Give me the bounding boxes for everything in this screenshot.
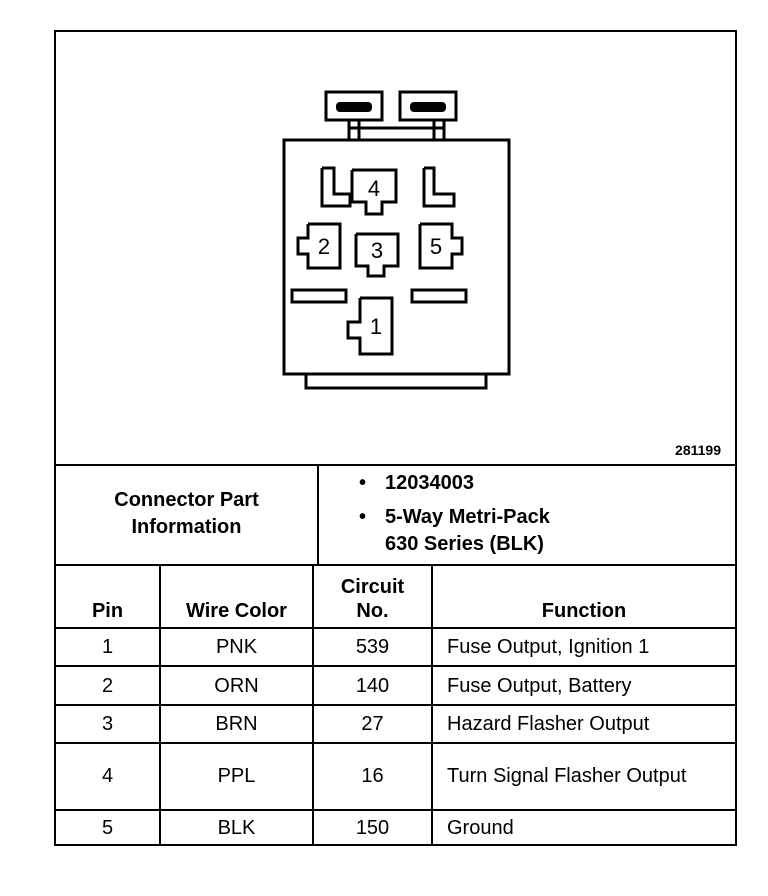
table-row: 3 BRN 27 Hazard Flasher Output [56,703,735,745]
cell-wire-color: BRN [159,703,314,745]
cell-function: Turn Signal Flasher Output [431,742,735,811]
header-function: Function [431,566,735,629]
bullet-icon: • [359,472,367,494]
bullet-icon: • [359,506,367,528]
pin-label-4: 4 [368,176,380,201]
header-pin: Pin [56,566,161,629]
pin-label-1: 1 [370,314,382,339]
connector-info-list: • 12034003 • 5-Way Metri-Pack 630 Series… [319,464,735,558]
connector-face-svg: 4 2 3 5 1 [282,90,511,390]
cell-circuit: 140 [312,665,433,706]
pin-label-3: 3 [371,238,383,263]
cell-circuit: 16 [312,742,433,811]
cell-pin: 1 [56,626,161,668]
header-circuit: Circuit No. [312,566,433,629]
connector-drawing: 4 2 3 5 1 281199 [56,32,735,466]
pin-table-header-row: Pin Wire Color Circuit No. Function [56,566,735,629]
header-circuit-line-2: No. [356,600,389,622]
part-number: 12034003 [385,472,474,494]
table-row: 1 PNK 539 Fuse Output, Ignition 1 [56,626,735,668]
cell-circuit: 27 [312,703,433,745]
pin-table: Pin Wire Color Circuit No. Function 1 PN… [56,566,735,846]
cell-function: Hazard Flasher Output [431,703,735,745]
cell-wire-color: ORN [159,665,314,706]
cell-function: Fuse Output, Battery [431,665,735,706]
connector-diagram-frame: 4 2 3 5 1 281199 Connector Part Informat… [54,30,737,846]
description-line-1: 5-Way Metri-Pack [385,506,550,528]
pin-label-5: 5 [430,234,442,259]
cell-pin: 3 [56,703,161,745]
connector-info-details-cell: • 12034003 • 5-Way Metri-Pack 630 Series… [319,464,735,564]
description-line-2: 630 Series (BLK) [385,533,544,555]
header-wire-color: Wire Color [159,566,314,629]
connector-info-row: Connector Part Information • 12034003 • … [56,464,735,566]
figure-id: 281199 [675,442,721,458]
cell-circuit: 150 [312,808,433,846]
connector-info-label: Connector Part Information [114,489,259,538]
cell-pin: 4 [56,742,161,811]
cell-wire-color: PNK [159,626,314,668]
cell-pin: 2 [56,665,161,706]
cell-pin: 5 [56,808,161,846]
pin-label-2: 2 [318,234,330,259]
table-row: 5 BLK 150 Ground [56,808,735,846]
cell-function: Ground [431,808,735,846]
cell-wire-color: PPL [159,742,314,811]
connector-info-label-cell: Connector Part Information [56,464,319,564]
description-item: • 5-Way Metri-Pack 630 Series (BLK) [359,504,735,558]
table-row: 4 PPL 16 Turn Signal Flasher Output [56,742,735,811]
part-number-item: • 12034003 [359,470,735,497]
cell-function: Fuse Output, Ignition 1 [431,626,735,668]
cell-wire-color: BLK [159,808,314,846]
table-row: 2 ORN 140 Fuse Output, Battery [56,665,735,706]
cell-circuit: 539 [312,626,433,668]
header-circuit-line-1: Circuit [340,576,405,598]
